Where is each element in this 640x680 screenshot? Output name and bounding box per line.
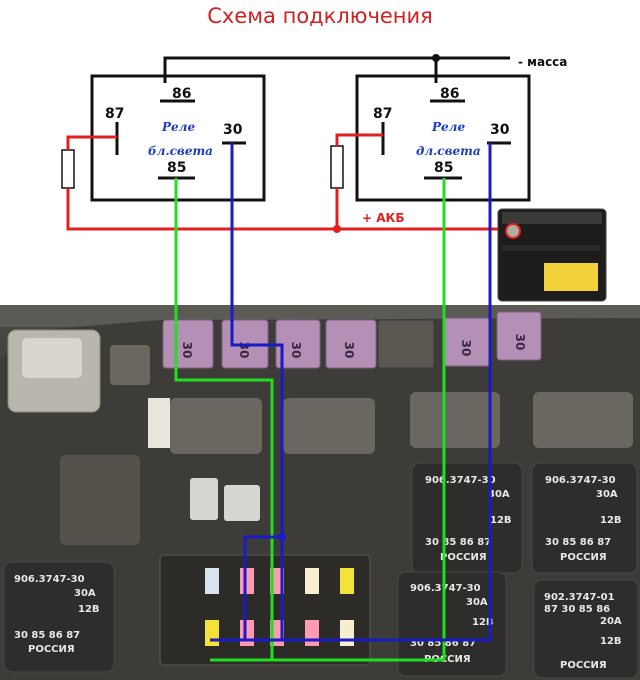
socket-connector <box>224 485 260 521</box>
battery-label: + АКБ <box>362 211 404 225</box>
pin-87: 87 <box>373 106 392 122</box>
relay-amp-text: 30A <box>466 597 488 608</box>
fuse-box-photo: 30 30 30 30 30 30 <box>0 305 640 680</box>
relay-volt-text: 12В <box>472 617 494 628</box>
relay-socket <box>533 392 633 448</box>
relay-amp-text: 30A <box>596 489 618 500</box>
pin-87: 87 <box>105 106 124 122</box>
relay-amp-text: 30A <box>74 588 96 599</box>
relay-country-text: РОССИЯ <box>28 644 75 655</box>
relay-socket <box>410 392 500 448</box>
red-wires <box>66 133 500 233</box>
photo-relay: 906.3747-30 30A 12В 30 85 86 87 РОССИЯ <box>3 561 115 673</box>
large-connector-face <box>22 338 82 378</box>
relay-country-text: РОССИЯ <box>560 552 607 563</box>
pin-30: 30 <box>223 122 243 138</box>
pin-30: 30 <box>490 122 510 138</box>
relay-volt-text: 12В <box>600 515 622 526</box>
battery-sticker <box>544 263 598 291</box>
relay-name-line2: дл.света <box>416 144 481 158</box>
photo-relay: 906.3747-30 30A 12В 30 85 86 87 РОССИЯ <box>531 462 638 574</box>
relay-volt-text: 12В <box>600 636 622 647</box>
relay-country-text: РОССИЯ <box>424 654 471 665</box>
pin-85: 85 <box>167 160 186 176</box>
pin-86: 86 <box>172 86 191 102</box>
ground-label: - масса <box>518 55 567 69</box>
relay-amp-text: 30A <box>488 489 510 500</box>
relay-left: 86 87 30 85 Реле бл.света <box>90 74 266 202</box>
mini-fuse-block <box>159 554 371 666</box>
blue-junction-dot <box>278 533 286 541</box>
inline-fuse-right <box>330 145 344 189</box>
relay-country-text: РОССИЯ <box>440 552 487 563</box>
battery-junction-dot <box>333 225 341 233</box>
maxi-fuse-label: 30 <box>459 340 473 357</box>
relay-model-text: 906.3747-30 <box>425 475 496 486</box>
diagram-title: Схема подключения <box>207 4 433 28</box>
relay-country-text: РОССИЯ <box>560 660 607 671</box>
relay-pins-text: 30 85 86 87 <box>425 537 491 548</box>
relay-pins-text: 87 30 85 86 <box>544 604 610 615</box>
relay-model-text: 906.3747-30 <box>14 574 85 585</box>
relay-volt-text: 12В <box>78 604 100 615</box>
maxi-fuse-label: 30 <box>180 342 194 359</box>
relay-name-line1: Реле <box>161 120 195 134</box>
photo-relay: 902.3747-01 20A 12В 87 30 85 86 РОССИЯ <box>533 579 639 679</box>
relay-socket <box>283 398 375 454</box>
maxi-fuse-label: 30 <box>342 342 356 359</box>
maxi-fuse-label: 30 <box>289 342 303 359</box>
relay-amp-text: 20A <box>600 616 622 627</box>
battery-terminal-icon <box>505 223 521 239</box>
relay-socket <box>170 398 262 454</box>
inline-fuse-left <box>61 149 75 189</box>
relay-pins-text: 30 85 86 87 <box>545 537 611 548</box>
white-clip <box>148 398 170 448</box>
green-wires <box>174 178 446 662</box>
pin-85: 85 <box>434 160 453 176</box>
relay-name-line1: Реле <box>431 120 465 134</box>
small-block <box>110 345 150 385</box>
pin-86: 86 <box>440 86 459 102</box>
dark-relay <box>60 455 140 545</box>
relay-model-text: 902.3747-01 <box>544 592 615 603</box>
socket-connector <box>190 478 218 520</box>
battery-image <box>497 208 607 302</box>
relay-pins-text: 30 85 86 87 <box>14 630 80 641</box>
relay-model-text: 906.3747-30 <box>545 475 616 486</box>
relay-name-line2: бл.света <box>148 144 213 158</box>
relay-volt-text: 12В <box>490 515 512 526</box>
blue-wires <box>210 143 492 642</box>
maxi-fuse-label: 30 <box>513 334 527 351</box>
ground-junction-dot <box>432 54 440 62</box>
photo-relay: 906.3747-30 30A 12В 30 85 86 87 РОССИЯ <box>411 462 523 574</box>
